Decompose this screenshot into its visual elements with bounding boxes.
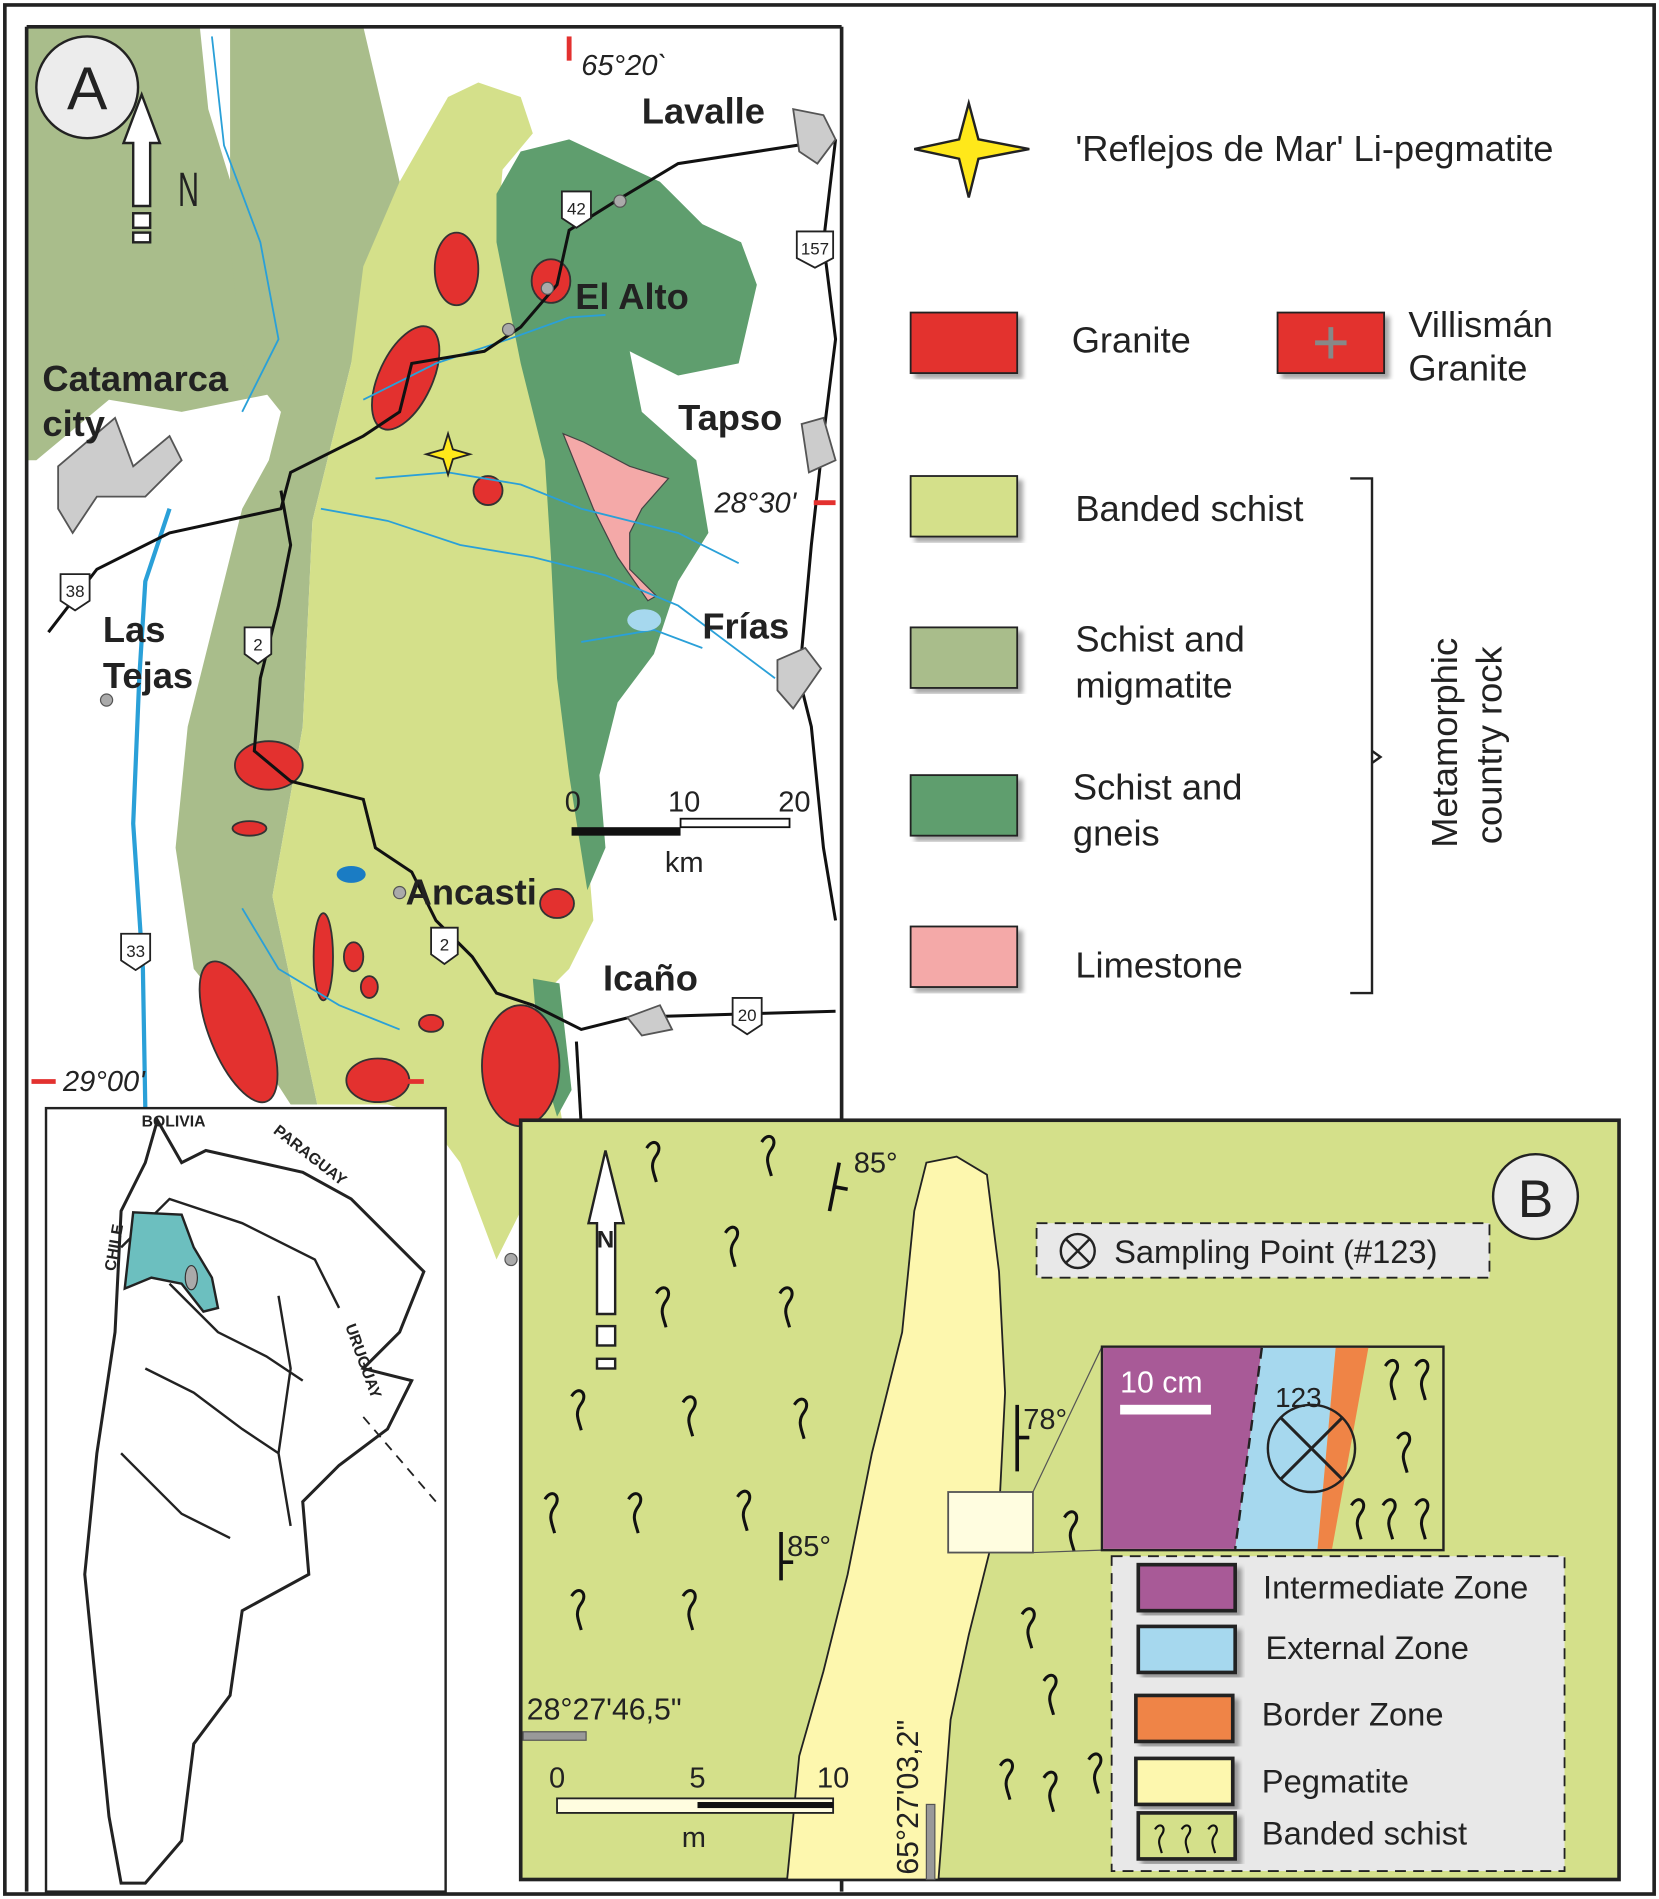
inset-bolivia: BOLIVIA bbox=[142, 1113, 206, 1130]
scale-a-tick-10: 10 bbox=[668, 786, 700, 818]
legend-b-border: Border Zone bbox=[1262, 1696, 1444, 1733]
town-tapso: Tapso bbox=[678, 397, 782, 438]
province-borders bbox=[120, 1197, 341, 1540]
legend-b-external: External Zone bbox=[1265, 1629, 1469, 1666]
route-shield-2b: 2 bbox=[440, 936, 449, 955]
north-label-b: N bbox=[597, 1226, 614, 1253]
scale-a-tick-0: 0 bbox=[565, 786, 581, 818]
legend-swatch-limestone bbox=[909, 925, 1019, 988]
town-el-alto: El Alto bbox=[575, 276, 689, 317]
longitude-label-b: 65°27'03,2" bbox=[892, 1720, 925, 1875]
sampling-point-icon bbox=[1266, 1403, 1357, 1494]
dip-label-3: 85° bbox=[787, 1531, 831, 1563]
legend-b-swatch-border bbox=[1134, 1693, 1235, 1744]
town-ancasti: Ancasti bbox=[406, 872, 537, 913]
legend-a: 'Reflejos de Mar' Li-pegmatite Granite V… bbox=[909, 98, 1553, 995]
legend-schist-gneis-2: gneis bbox=[1073, 812, 1160, 853]
town-las-tejas: Las bbox=[103, 609, 166, 650]
north-label-a: N bbox=[178, 164, 199, 217]
pegmatite-body bbox=[786, 1155, 1006, 1881]
rivers bbox=[211, 36, 776, 1393]
latitude-label-29-00: 29°00' bbox=[62, 1066, 146, 1098]
legend-swatch-banded-schist bbox=[909, 475, 1019, 538]
panel-a-label: A bbox=[67, 54, 108, 122]
detail-locator bbox=[947, 1491, 1034, 1554]
north-arrow-b: N bbox=[586, 1150, 626, 1370]
latitude-label-b: 28°27'46,5" bbox=[527, 1694, 682, 1727]
legend-b-pegmatite: Pegmatite bbox=[1262, 1762, 1409, 1799]
legend-villisman: Villismán bbox=[1408, 304, 1553, 345]
panel-b-badge bbox=[1491, 1152, 1580, 1241]
scale-b-tick-5: 5 bbox=[689, 1762, 705, 1794]
route-shield-33: 33 bbox=[126, 942, 145, 961]
legend-schist-migmatite-2: migmatite bbox=[1075, 665, 1232, 706]
route-shield-2: 2 bbox=[253, 635, 262, 654]
legend-b-swatch-pegmatite bbox=[1134, 1756, 1235, 1807]
legend-b-intermediate: Intermediate Zone bbox=[1263, 1569, 1528, 1606]
legend-swatch-schist-migmatite bbox=[909, 626, 1019, 689]
sampling-point-legend-icon bbox=[1059, 1232, 1096, 1270]
panel-b-label: B bbox=[1518, 1170, 1554, 1229]
route-33-road bbox=[131, 508, 172, 1109]
route-shield-42: 42 bbox=[567, 199, 586, 218]
legend-b-swatch-external bbox=[1136, 1624, 1237, 1675]
pegmatite-star-icon bbox=[914, 98, 1030, 198]
route-shield-157: 157 bbox=[801, 239, 829, 258]
scale-b-tick-10: 10 bbox=[817, 1762, 849, 1794]
route-shield-38: 38 bbox=[66, 582, 85, 601]
legend-pegmatite: 'Reflejos de Mar' Li-pegmatite bbox=[1075, 128, 1553, 169]
locality-points bbox=[99, 194, 627, 1267]
scale-bar-b: 0 5 10 m bbox=[549, 1762, 849, 1853]
town-catamarca-city: city bbox=[42, 403, 105, 444]
sampling-point-label: Sampling Point (#123) bbox=[1114, 1233, 1437, 1270]
legend-schist-gneis: Schist and bbox=[1073, 766, 1243, 807]
legend-bracket bbox=[1350, 477, 1383, 995]
legend-villisman-granite: Granite bbox=[1408, 347, 1527, 388]
legend-swatch-schist-gneis bbox=[909, 774, 1019, 837]
town-frias: Frías bbox=[702, 605, 789, 646]
dip-label-1: 85° bbox=[854, 1147, 898, 1179]
legend-schist-migmatite: Schist and bbox=[1075, 619, 1245, 660]
town-icano: Icaño bbox=[603, 958, 698, 999]
scale-b-unit: m bbox=[682, 1822, 706, 1854]
inset-map-argentina: BOLIVIA CHILE PARAGUAY URUGUAY bbox=[44, 1106, 447, 1893]
legend-metamorphic: Metamorphic bbox=[1424, 638, 1465, 848]
legend-b: Intermediate Zone External Zone Border Z… bbox=[1110, 1555, 1566, 1872]
pegmatite-star bbox=[422, 430, 474, 478]
legend-banded-schist: Banded schist bbox=[1075, 488, 1303, 529]
legend-swatch-granite bbox=[909, 311, 1019, 374]
legend-b-banded-schist: Banded schist bbox=[1262, 1814, 1467, 1851]
route-shields: 42 157 38 2 2 33 20 bbox=[59, 190, 835, 1036]
lake bbox=[336, 865, 366, 883]
dip-label-2: 78° bbox=[1023, 1404, 1067, 1436]
sampling-point-legend bbox=[1035, 1222, 1491, 1279]
legend-b-swatch-intermediate bbox=[1136, 1562, 1237, 1613]
argentina-outline bbox=[83, 1116, 426, 1885]
map-b: 85° 78° 85° 10 cm 123 Sampling Point (#1… bbox=[518, 1118, 1621, 1882]
longitude-label-a: 65°20` bbox=[581, 50, 667, 82]
legend-limestone: Limestone bbox=[1075, 944, 1243, 985]
panel-a-badge bbox=[35, 35, 140, 140]
route-shield-20: 20 bbox=[738, 1006, 757, 1025]
town-catamarca: Catamarca bbox=[42, 358, 229, 399]
map-a: Lavalle El Alto Catamarca city Tapso Frí… bbox=[24, 24, 844, 1892]
north-arrow-a: N bbox=[121, 91, 199, 244]
town-lavalle: Lavalle bbox=[642, 91, 765, 132]
scale-b-tick-0: 0 bbox=[549, 1762, 565, 1794]
scale-a-unit: km bbox=[665, 847, 704, 879]
town-las-tejas-2: Tejas bbox=[103, 655, 193, 696]
plus-icon bbox=[1315, 327, 1347, 359]
scale-bar-a: 0 10 20 km bbox=[565, 786, 811, 879]
sample-id-label: 123 bbox=[1275, 1382, 1321, 1413]
town-polygons bbox=[57, 107, 837, 1037]
detail-scale-label: 10 cm bbox=[1120, 1367, 1202, 1400]
legend-granite: Granite bbox=[1072, 320, 1191, 361]
latitude-label-28-30: 28°30' bbox=[713, 487, 797, 519]
legend-country-rock: country rock bbox=[1469, 646, 1510, 845]
lake bbox=[627, 609, 662, 632]
scale-a-tick-20: 20 bbox=[778, 786, 810, 818]
detail-box: 10 cm 123 bbox=[1100, 1345, 1445, 1552]
study-area-marker bbox=[184, 1264, 198, 1291]
